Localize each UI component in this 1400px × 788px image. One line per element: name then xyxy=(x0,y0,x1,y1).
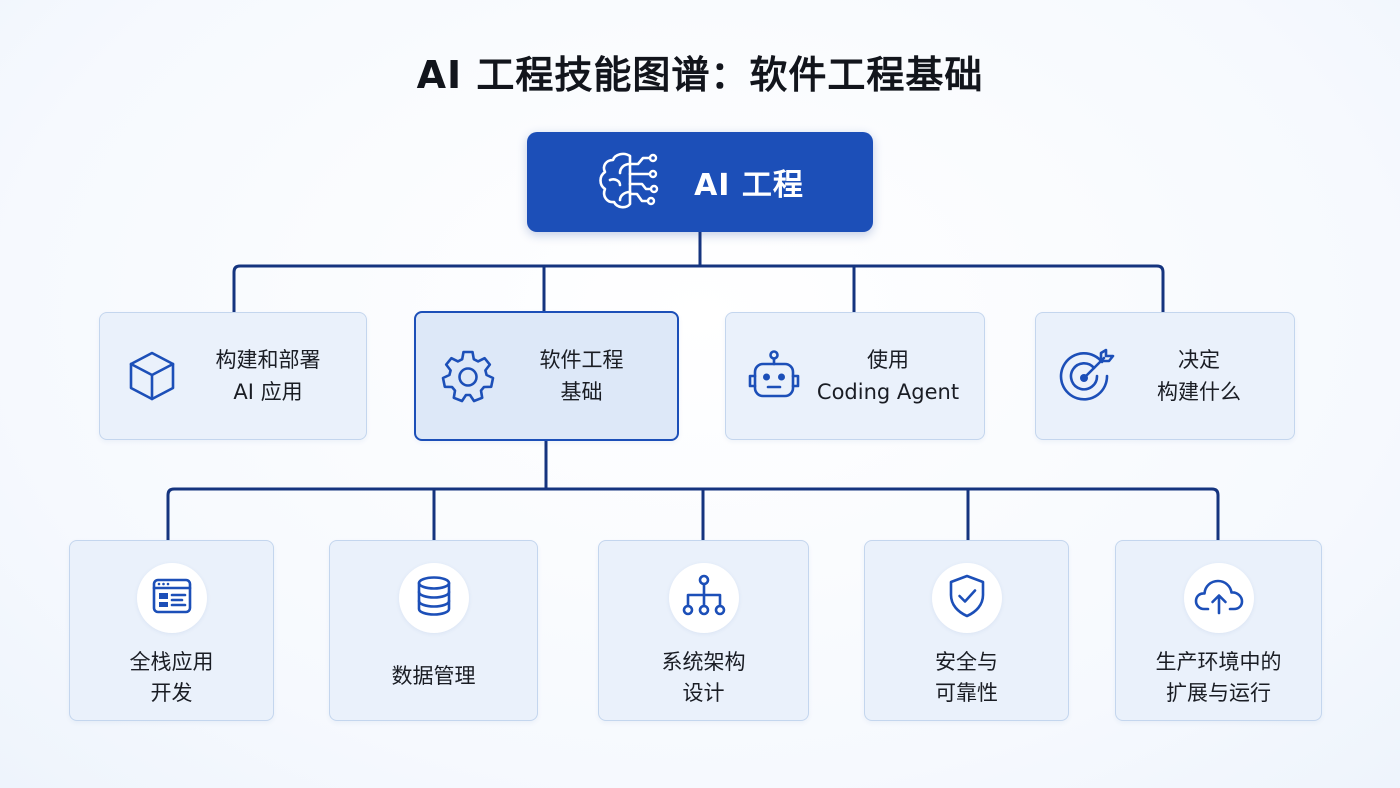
subtopic-card-data-management: 数据管理 xyxy=(329,540,538,721)
target-icon xyxy=(1056,346,1116,406)
connector-category-to-subtopics xyxy=(166,438,1220,543)
subtopic-label: 数据管理 xyxy=(391,664,476,688)
brain-circuit-icon xyxy=(596,148,666,216)
category-label: 构建和部署 AI 应用 xyxy=(215,348,321,404)
icon-badge xyxy=(1183,563,1254,633)
category-label: 软件工程 基础 xyxy=(539,348,624,404)
hierarchy-icon xyxy=(680,573,728,623)
subtopic-card-system-architecture: 系统架构 设计 xyxy=(598,540,809,721)
database-icon xyxy=(414,574,454,622)
icon-badge xyxy=(931,563,1002,633)
subtopic-label: 生产环境中的 扩展与运行 xyxy=(1155,650,1282,705)
cloud-upload-icon xyxy=(1193,575,1245,621)
category-label: 决定 构建什么 xyxy=(1157,348,1241,404)
icon-badge xyxy=(136,563,207,633)
category-card-coding-agent: 使用 Coding Agent xyxy=(725,312,985,440)
subtopic-card-fullstack: 全栈应用 开发 xyxy=(69,540,274,721)
subtopic-card-production-scaling: 生产环境中的 扩展与运行 xyxy=(1115,540,1322,721)
category-label: 使用 Coding Agent xyxy=(816,348,960,404)
category-card-software-engineering: 软件工程 基础 xyxy=(414,311,679,441)
icon-badge xyxy=(398,563,469,633)
browser-window-icon xyxy=(150,576,194,620)
subtopic-label: 安全与 可靠性 xyxy=(935,650,998,705)
subtopic-label: 全栈应用 开发 xyxy=(129,650,214,705)
subtopic-card-security-reliability: 安全与 可靠性 xyxy=(864,540,1069,721)
page-title: AI 工程技能图谱：软件工程基础 xyxy=(416,53,984,97)
connector-root-to-categories xyxy=(232,230,1165,314)
cube-icon xyxy=(122,346,182,406)
gear-icon xyxy=(438,346,498,406)
category-card-build-deploy: 构建和部署 AI 应用 xyxy=(99,312,367,440)
root-node-ai-engineering: AI 工程 xyxy=(527,132,873,232)
root-node-label: AI 工程 xyxy=(694,168,804,203)
shield-check-icon xyxy=(947,573,987,623)
subtopic-label: 系统架构 设计 xyxy=(661,650,746,705)
icon-badge xyxy=(668,563,739,633)
category-card-decide-what-to-build: 决定 构建什么 xyxy=(1035,312,1295,440)
robot-icon xyxy=(744,346,804,406)
